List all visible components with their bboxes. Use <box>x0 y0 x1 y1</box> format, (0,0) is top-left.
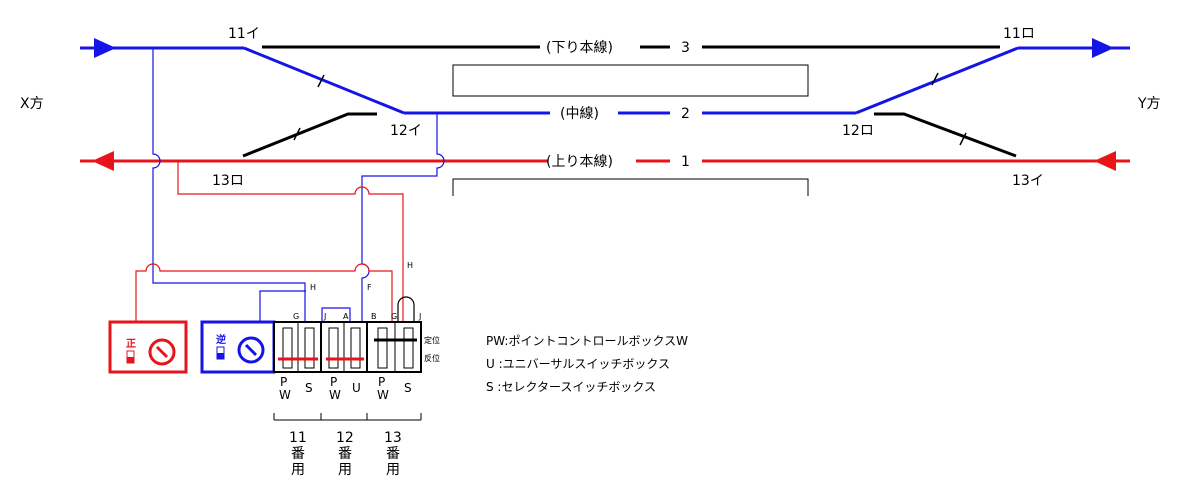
legend: PW:ポイントコントロールボックスW U :ユニバーサルスイッチボックス S :… <box>486 334 688 394</box>
platform-bottom <box>452 178 809 196</box>
s-box-11 <box>297 321 322 373</box>
insulation-joint <box>959 132 967 146</box>
unit-pw-label: P <box>330 375 337 389</box>
platform-top <box>452 64 809 97</box>
wire-h-label: H <box>407 261 413 270</box>
legend-s: S :セレクタースイッチボックス <box>486 380 656 394</box>
reverse-position-label: 反位 <box>424 353 440 363</box>
reverse-label: 逆 <box>216 333 226 346</box>
knob-pointer <box>244 343 258 357</box>
point-13i-label: 13イ <box>1012 173 1044 189</box>
pw-lever-13[interactable] <box>377 327 388 369</box>
track-1-label: (上り本線) <box>546 154 613 170</box>
unit-pw-label: W <box>377 388 389 402</box>
track-2-number: 2 <box>681 106 690 122</box>
unit-pw-label: P <box>280 375 287 389</box>
group-13-char: 番 <box>386 446 400 462</box>
switch-icon <box>127 357 134 363</box>
group-12-number: 12 <box>336 430 354 446</box>
forward-label: 正 <box>126 338 136 350</box>
group-11-char: 用 <box>291 462 305 478</box>
u-box-12 <box>343 321 368 373</box>
insulation-joint <box>317 74 325 88</box>
crossover-11ro <box>855 46 1019 115</box>
arrow-left-icon <box>92 151 114 171</box>
arrow-right-icon <box>1092 38 1114 58</box>
arrow-right-icon <box>94 38 116 58</box>
point-11ro-label: 11ロ <box>1003 26 1035 42</box>
legend-u: U :ユニバーサルスイッチボックス <box>486 357 670 371</box>
terminal-g-label: G <box>293 312 299 321</box>
pw-lever-11[interactable] <box>282 327 293 369</box>
wire-f-label: F <box>367 283 372 292</box>
normal-position-label: 定位 <box>424 335 440 345</box>
point-13ro-label: 13ロ <box>212 173 244 189</box>
siding-13i <box>874 112 1017 158</box>
blue-wiring <box>152 49 445 322</box>
group-brackets <box>273 413 422 421</box>
insulation-joint <box>293 127 301 141</box>
unit-s-label: S <box>305 381 313 395</box>
group-13-char: 用 <box>386 462 400 478</box>
crossover-11i <box>243 46 405 115</box>
arrow-left-icon <box>1094 151 1116 171</box>
point-11i-label: 11イ <box>228 26 260 42</box>
unit-pw-label: W <box>279 388 291 402</box>
knob-pointer <box>155 345 169 359</box>
terminal-a-label: A <box>343 312 349 321</box>
switch-icon <box>217 353 224 359</box>
wire-h-label: H <box>310 283 316 292</box>
s-box-13 <box>394 321 422 373</box>
insulation-joint <box>931 72 939 86</box>
track-1-number: 1 <box>681 154 690 170</box>
point-12i-label: 12イ <box>390 123 422 139</box>
group-13-number: 13 <box>384 430 402 446</box>
terminal-j-label: J <box>323 312 326 321</box>
terminal-j-label: J <box>418 312 421 321</box>
s-lever-11[interactable] <box>304 327 315 369</box>
group-12-char: 番 <box>338 446 352 462</box>
point-12ro-label: 12ロ <box>842 123 874 139</box>
siding-13ro <box>242 112 377 158</box>
unit-pw-label: P <box>378 375 385 389</box>
forward-controller <box>108 320 188 374</box>
unit-pw-label: W <box>329 388 341 402</box>
x-side-label: X方 <box>20 96 44 112</box>
track-3-label: (下り本線) <box>546 40 613 56</box>
red-wiring <box>135 161 404 322</box>
group-11-number: 11 <box>289 430 307 446</box>
u-lever-12[interactable] <box>350 327 361 369</box>
group-12-char: 用 <box>338 462 352 478</box>
track-3-number: 3 <box>681 40 690 56</box>
unit-s-label: S <box>404 381 412 395</box>
terminal-b-label: B <box>371 312 377 321</box>
unit-u-label: U <box>352 381 361 395</box>
terminal-g-label: G <box>391 312 397 321</box>
y-side-label: Y方 <box>1137 96 1161 112</box>
track-2-label: (中線) <box>560 106 599 122</box>
legend-pw: PW:ポイントコントロールボックスW <box>486 334 688 348</box>
pw-lever-12[interactable] <box>328 327 339 369</box>
s-lever-13[interactable] <box>403 327 414 369</box>
group-11-char: 番 <box>291 446 305 462</box>
jumper-loop <box>397 296 415 322</box>
switch-box-group <box>273 321 422 373</box>
